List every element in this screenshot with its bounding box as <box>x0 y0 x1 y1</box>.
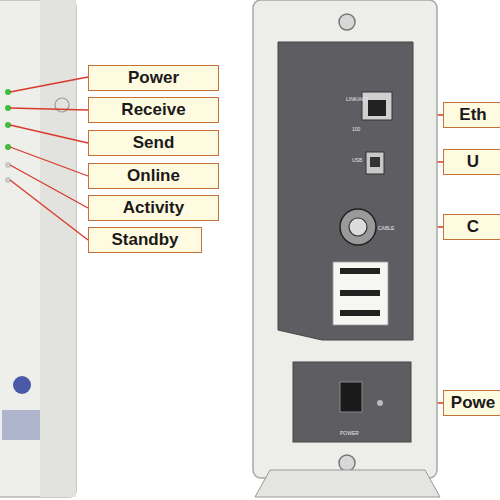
back-panel <box>278 42 413 340</box>
callout-text: Activity <box>123 198 184 218</box>
leader-line <box>10 125 88 143</box>
callout-box: U <box>443 149 500 175</box>
modem-back-body <box>253 0 437 478</box>
cable-connector <box>340 209 376 245</box>
cable-connector-core <box>349 218 367 236</box>
leader-line <box>10 165 88 208</box>
ethernet-socket <box>368 100 386 116</box>
callout-text: Eth <box>459 105 486 125</box>
callout-box: Power <box>88 65 219 91</box>
screw <box>339 455 355 471</box>
barcode <box>340 290 380 296</box>
barcode <box>340 310 380 316</box>
callout-box: Receive <box>88 97 219 123</box>
callout-box: Online <box>88 163 219 189</box>
callout-box: Powe <box>443 390 500 416</box>
callout-box: Send <box>88 130 219 156</box>
callout-text: U <box>467 152 479 172</box>
leader-line <box>10 180 88 240</box>
callout-text: Power <box>128 68 179 88</box>
stand-base <box>255 470 440 497</box>
leader-line <box>10 108 88 110</box>
port-label: 100 <box>352 126 360 132</box>
port-label: LINK/ACT <box>346 96 369 102</box>
usb-socket <box>370 157 380 167</box>
serial-sticker <box>333 262 388 325</box>
port-label: POWER <box>340 430 359 436</box>
callout-text: Send <box>133 133 175 153</box>
screw <box>339 14 355 30</box>
callout-text: Receive <box>121 100 185 120</box>
callout-text: Online <box>127 166 180 186</box>
power-jack <box>340 382 362 412</box>
power-panel <box>293 362 411 442</box>
callout-text: Standby <box>111 230 178 250</box>
power-screw <box>377 400 383 406</box>
front-badge <box>2 410 40 440</box>
port-label: CABLE <box>378 225 394 231</box>
callout-text: Powe <box>451 393 495 413</box>
barcode <box>340 268 380 274</box>
usb-port <box>366 152 384 174</box>
port-label: USB <box>352 157 362 163</box>
leader-line <box>10 77 88 92</box>
callout-box: Standby <box>88 227 202 253</box>
callout-text: C <box>467 217 479 237</box>
callout-box: Eth <box>443 102 500 128</box>
front-logo <box>13 376 31 394</box>
callout-box: Activity <box>88 195 219 221</box>
modem-front-body <box>0 0 76 497</box>
modem-front-side <box>40 0 76 497</box>
callout-box: C <box>443 214 500 240</box>
